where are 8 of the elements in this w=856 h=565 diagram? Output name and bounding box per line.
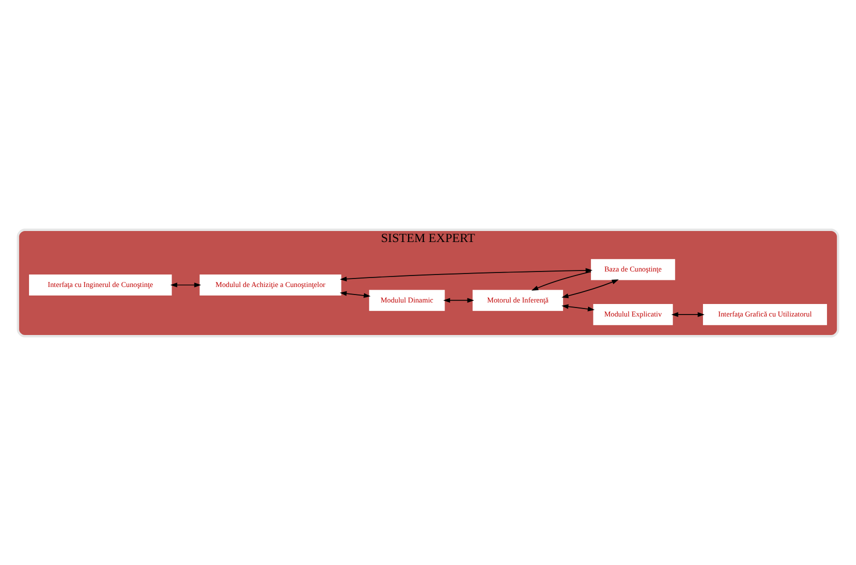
arrow <box>170 282 202 287</box>
arrow <box>562 278 619 298</box>
arrow <box>562 304 595 311</box>
arrow <box>340 268 592 281</box>
arrow <box>443 297 474 302</box>
arrow <box>340 290 371 298</box>
arrow <box>671 312 705 316</box>
arrow <box>531 270 592 290</box>
